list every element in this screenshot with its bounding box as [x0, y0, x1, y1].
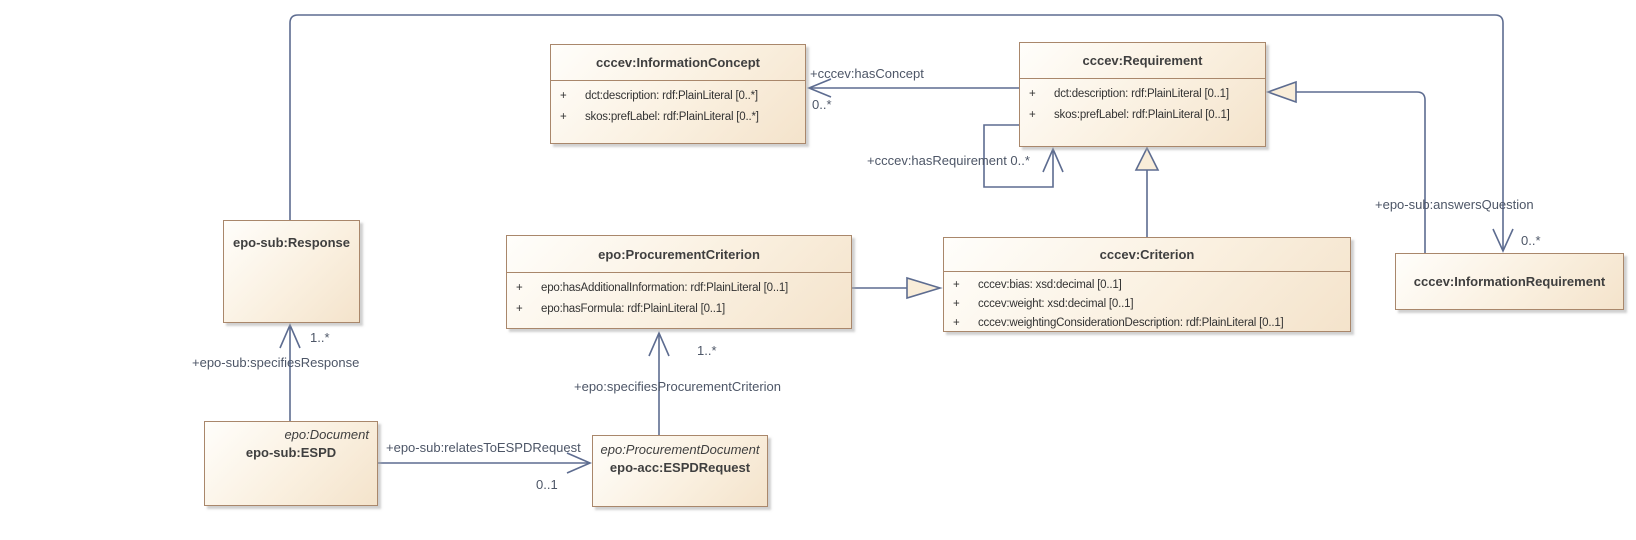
- class-title: epo-sub:ESPD: [245, 445, 337, 460]
- visibility-public: +: [953, 298, 960, 310]
- class-box-espd[interactable]: epo:Document epo-sub:ESPD: [204, 421, 378, 506]
- procurement-criterion-generalization-triangle: [906, 276, 943, 300]
- relates-to-espd-request-open-arrowhead: [566, 452, 593, 474]
- parent-type-label: epo:Document: [284, 427, 369, 442]
- visibility-public: +: [560, 90, 567, 102]
- class-box-procurement-criterion[interactable]: epo:ProcurementCriterion + epo:hasAdditio…: [506, 235, 852, 329]
- class-box-information-concept[interactable]: cccev:InformationConcept + dct:descriptio…: [550, 44, 806, 144]
- attribute-text: cccev:weight: xsd:decimal [0..1]: [978, 298, 1134, 310]
- attribute-row: + epo:hasAdditionalInformation: rdf:Plain…: [507, 278, 851, 299]
- parent-type-label: epo:ProcurementDocument: [600, 442, 760, 457]
- attribute-row: + cccev:weightingConsiderationDescription…: [944, 314, 1350, 333]
- attribute-row: + skos:prefLabel: rdf:PlainLiteral [0..*]: [551, 107, 805, 128]
- class-attributes: + cccev:bias: xsd:decimal [0..1] + cccev:w…: [944, 272, 1350, 333]
- has-concept-open-arrowhead: [806, 78, 832, 98]
- criterion-requirement-generalization-triangle: [1134, 146, 1160, 171]
- visibility-public: +: [1029, 109, 1036, 121]
- attribute-text: skos:prefLabel: rdf:PlainLiteral [0..*]: [585, 111, 759, 123]
- attribute-row: + dct:description: rdf:PlainLiteral [0..1…: [1020, 84, 1265, 105]
- class-title: epo-acc:ESPDRequest: [609, 460, 751, 475]
- class-title: cccev:Requirement: [1020, 43, 1265, 79]
- class-box-criterion[interactable]: cccev:Criterion + cccev:bias: xsd:decimal…: [943, 237, 1351, 332]
- answers-question-label: +epo-sub:answersQuestion: [1375, 197, 1534, 212]
- class-title: epo-sub:Response: [232, 234, 350, 250]
- has-requirement-label: +cccev:hasRequirement 0..*: [867, 153, 1030, 168]
- attribute-text: dct:description: rdf:PlainLiteral [0..*]: [585, 90, 758, 102]
- attribute-text: dct:description: rdf:PlainLiteral [0..1]: [1054, 88, 1229, 100]
- class-box-requirement[interactable]: cccev:Requirement + dct:description: rdf:…: [1019, 42, 1266, 147]
- has-concept-multiplicity: 0..*: [812, 97, 832, 112]
- attribute-row: + skos:prefLabel: rdf:PlainLiteral [0..1]: [1020, 105, 1265, 126]
- specifies-response-open-arrowhead: [279, 322, 301, 349]
- visibility-public: +: [560, 111, 567, 123]
- has-concept-label: +cccev:hasConcept: [810, 66, 924, 81]
- relates-to-espd-request-multiplicity: 0..1: [536, 477, 558, 492]
- class-box-information-requirement[interactable]: cccev:InformationRequirement: [1395, 253, 1624, 310]
- answers-question-multiplicity: 0..*: [1521, 233, 1541, 248]
- class-title: cccev:InformationConcept: [551, 45, 805, 81]
- attribute-text: epo:hasAdditionalInformation: rdf:PlainL…: [541, 282, 789, 294]
- visibility-public: +: [1029, 88, 1036, 100]
- class-attributes: + dct:description: rdf:PlainLiteral [0..*…: [551, 81, 805, 128]
- class-title: cccev:InformationRequirement: [1413, 274, 1606, 289]
- attribute-row: + cccev:weight: xsd:decimal [0..1]: [944, 295, 1350, 314]
- class-attributes: + dct:description: rdf:PlainLiteral [0..1…: [1020, 79, 1265, 126]
- visibility-public: +: [516, 282, 523, 294]
- visibility-public: +: [953, 317, 960, 329]
- has-requirement-self-association-line: [983, 124, 1054, 188]
- answers-question-association-line: [289, 14, 1504, 251]
- information-requirement-generalization-triangle: [1265, 80, 1297, 104]
- class-title: cccev:Criterion: [944, 238, 1350, 272]
- specifies-response-label: +epo-sub:specifiesResponse: [192, 355, 360, 370]
- class-attributes: + epo:hasAdditionalInformation: rdf:Plain…: [507, 273, 851, 320]
- relates-to-espd-request-label: +epo-sub:relatesToESPDRequest: [386, 440, 581, 455]
- attribute-text: cccev:weightingConsiderationDescription:…: [978, 317, 1284, 329]
- class-box-response[interactable]: epo-sub:Response: [223, 220, 360, 323]
- attribute-row: + dct:description: rdf:PlainLiteral [0..*…: [551, 86, 805, 107]
- visibility-public: +: [516, 303, 523, 315]
- information-requirement-generalization-line: [1296, 91, 1426, 253]
- specifies-procurement-criterion-open-arrowhead: [648, 330, 670, 357]
- has-requirement-open-arrowhead: [1042, 146, 1064, 173]
- attribute-row: + epo:hasFormula: rdf:PlainLiteral [0..1]: [507, 299, 851, 320]
- attribute-text: epo:hasFormula: rdf:PlainLiteral [0..1]: [541, 303, 725, 315]
- class-box-espd-request[interactable]: epo:ProcurementDocument epo-acc:ESPDRequ…: [592, 435, 768, 507]
- class-title: epo:ProcurementCriterion: [507, 236, 851, 273]
- attribute-row: + cccev:bias: xsd:decimal [0..1]: [944, 276, 1350, 295]
- attribute-text: skos:prefLabel: rdf:PlainLiteral [0..1]: [1054, 109, 1230, 121]
- specifies-procurement-criterion-label: +epo:specifiesProcurementCriterion: [574, 379, 782, 394]
- specifies-response-multiplicity: 1..*: [310, 330, 330, 345]
- attribute-text: cccev:bias: xsd:decimal [0..1]: [978, 279, 1122, 291]
- specifies-procurement-criterion-multiplicity: 1..*: [697, 343, 717, 358]
- answers-question-open-arrowhead: [1492, 228, 1514, 253]
- visibility-public: +: [953, 279, 960, 291]
